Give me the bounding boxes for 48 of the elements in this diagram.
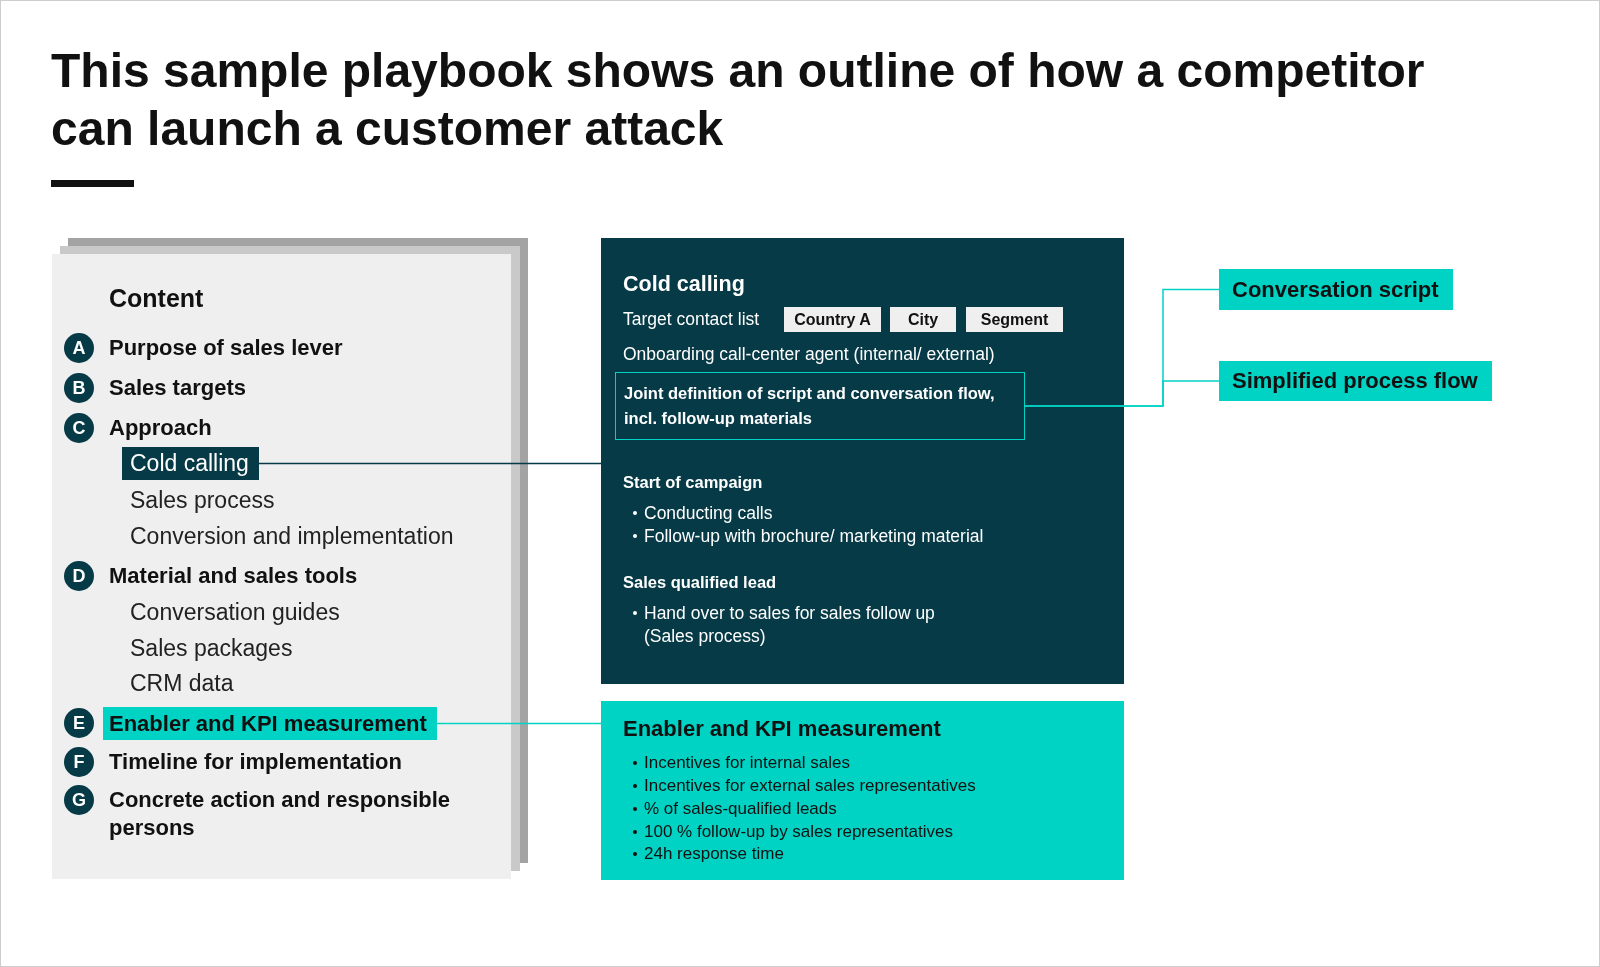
sub-item: Conversion and implementation	[130, 522, 454, 550]
category-tag: Segment	[966, 307, 1063, 332]
body-text: Target contact list	[623, 307, 760, 331]
panel-heading: Cold calling	[623, 271, 745, 298]
body-text: Onboarding call-center agent (internal/ external)	[623, 342, 995, 366]
list-item: Concrete action and responsible persons	[109, 786, 452, 842]
slide-title: This sample playbook shows an outline of how a competitor can launch a customer attack	[51, 43, 1426, 157]
bullet-text: Incentives for external sales representatives	[644, 774, 976, 797]
callout-label: Simplified process flow	[1219, 361, 1492, 401]
panel-heading: Enabler and KPI measurement	[623, 715, 941, 743]
info-panel	[601, 701, 1124, 880]
card-heading: Content	[109, 283, 204, 313]
letter-badge: A	[64, 333, 94, 363]
letter-badge: C	[64, 413, 94, 443]
info-panel	[601, 238, 1124, 684]
highlighted-item: Cold calling	[122, 447, 259, 480]
letter-badge: E	[64, 708, 94, 738]
bullet-text: 100 % follow-up by sales representatives	[644, 820, 953, 843]
category-tag: City	[890, 307, 956, 332]
bullet-text: Incentives for internal sales	[644, 751, 850, 774]
subheading: Start of campaign	[623, 471, 763, 493]
sub-item: Sales process	[130, 486, 275, 514]
content-card	[52, 254, 511, 879]
letter-badge: D	[64, 561, 94, 591]
outlined-note: Joint definition of script and conversation flow, incl. follow-up materials	[615, 372, 1025, 440]
callout-label: Conversation script	[1219, 269, 1453, 310]
letter-badge: F	[64, 747, 94, 777]
list-item: Timeline for implementation	[109, 748, 402, 776]
bullet-text: 24h response time	[644, 842, 784, 865]
bullet-text: % of sales-qualified leads	[644, 797, 837, 820]
list-item: Purpose of sales lever	[109, 334, 343, 362]
subheading: Sales qualified lead	[623, 571, 777, 593]
letter-badge: B	[64, 373, 94, 403]
sub-item: CRM data	[130, 669, 234, 697]
letter-badge: G	[64, 785, 94, 815]
category-tag: Country A	[784, 307, 881, 332]
sub-item: Conversation guides	[130, 598, 340, 626]
bullet-text: Follow-up with brochure/ marketing material	[644, 524, 984, 548]
sub-item: Sales packages	[130, 634, 293, 662]
connector-line	[1024, 380, 1220, 407]
list-item: Approach	[109, 414, 212, 442]
highlighted-item: Enabler and KPI measurement	[103, 707, 437, 740]
bullet-text: Hand over to sales for sales follow up (Sales process)	[644, 601, 936, 648]
list-item: Material and sales tools	[109, 562, 358, 590]
connector-line	[436, 722, 602, 725]
bullet-text: Conducting calls	[644, 501, 773, 525]
connector-line	[258, 462, 602, 465]
list-item: Sales targets	[109, 374, 246, 402]
